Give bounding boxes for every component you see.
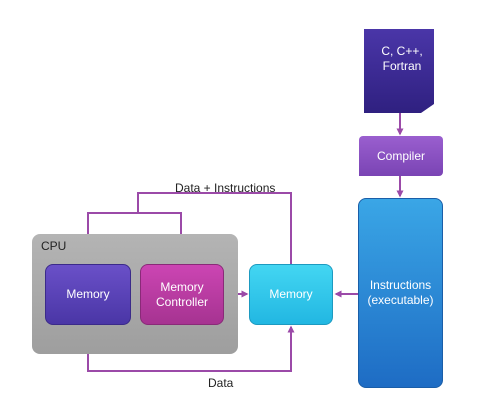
instructions-label: Instructions (executable) [367,278,434,307]
edge-label-data-instructions: Data + Instructions [175,181,276,195]
instructions-block: Instructions (executable) [358,198,443,388]
memory-controller-block: Memory Controller [140,264,224,325]
memory-main-label: Memory [269,287,313,301]
compiler-label: Compiler [376,148,425,163]
source-document-shape [364,29,434,113]
memory-cpu-block: Memory [45,264,131,325]
memory-main-block: Memory [249,264,333,325]
compiler-block: Compiler [359,136,443,176]
edge-label-data: Data [208,376,234,390]
source-languages-label: C, C++, Fortran [366,44,438,74]
memory-cpu-label: Memory [66,287,110,301]
source-text: C, C++, Fortran [381,44,423,73]
memory-controller-label: Memory Controller [155,279,209,309]
cpu-label: CPU [41,239,67,253]
wire-data-instructions-outer [137,192,292,264]
